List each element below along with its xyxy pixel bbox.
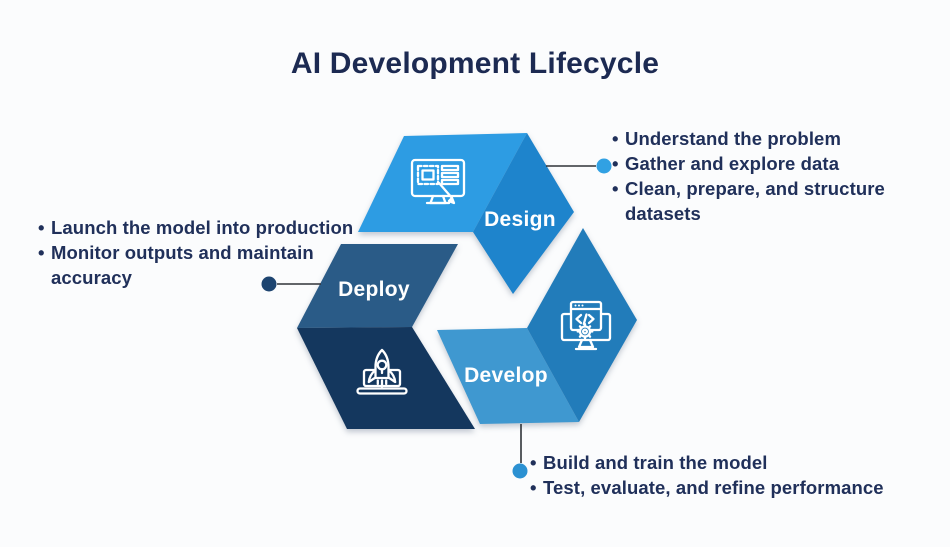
bullet-item: Monitor outputs and maintain accuracy (38, 240, 370, 290)
page-title: AI Development Lifecycle (290, 47, 660, 80)
design-facet-shape (473, 133, 574, 294)
bullet-item: Clean, prepare, and structure datasets (612, 176, 912, 226)
design-arm: Design (358, 133, 574, 294)
develop-code-window-icon (560, 300, 612, 351)
develop-band-shape (437, 328, 579, 424)
deploy-notes: Launch the model into production Monitor… (38, 215, 370, 290)
develop-connector-dot (512, 463, 528, 479)
bullet-item: Launch the model into production (38, 215, 370, 240)
bullet-item: Build and train the model (530, 450, 940, 475)
develop-connector (512, 424, 528, 479)
develop-notes: Build and train the model Test, evaluate… (530, 450, 940, 500)
design-monitor-icon (410, 158, 466, 205)
design-notes-list: Understand the problem Gather and explor… (612, 126, 912, 226)
bullet-item: Test, evaluate, and refine performance (530, 475, 940, 500)
design-notes: Understand the problem Gather and explor… (612, 126, 912, 226)
deploy-rocket-laptop-icon (356, 348, 408, 395)
bullet-item: Understand the problem (612, 126, 912, 151)
develop-label: Develop (464, 364, 548, 387)
design-label: Design (484, 208, 556, 231)
design-connector-dot (596, 158, 612, 174)
design-connector (546, 158, 612, 174)
deploy-notes-list: Launch the model into production Monitor… (38, 215, 370, 290)
bullet-item: Gather and explore data (612, 151, 912, 176)
develop-arm: Develop (437, 228, 637, 424)
develop-notes-list: Build and train the model Test, evaluate… (530, 450, 940, 500)
